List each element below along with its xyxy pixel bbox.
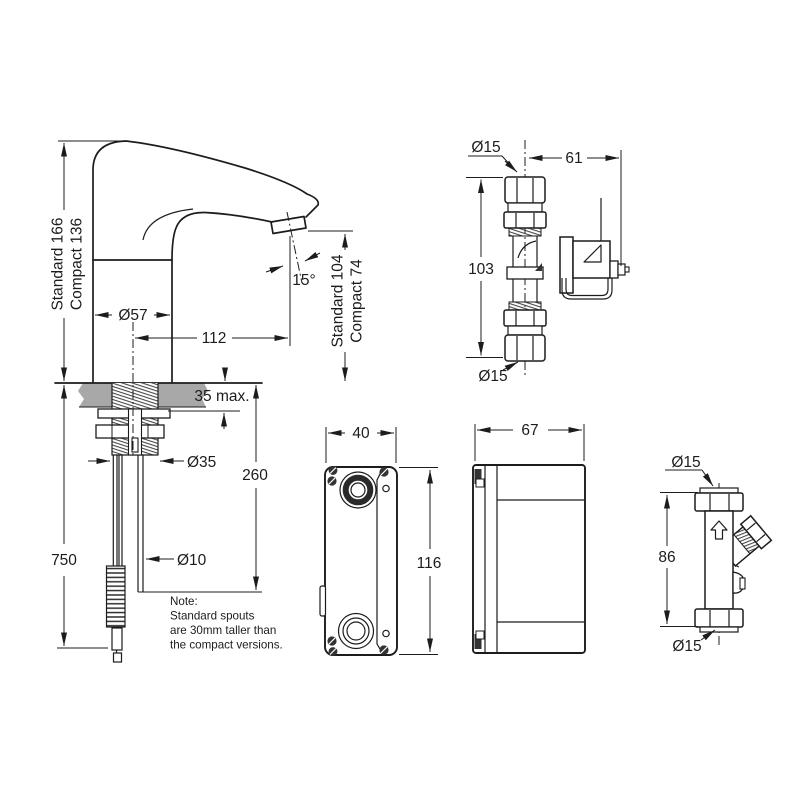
solenoid-bottom-fitting [503,301,547,362]
note-text: Note: Standard spouts are 30mm taller th… [170,595,283,652]
dim-deck-thickness: 35 max. [194,388,249,405]
dim-solenoid-outlet: Ø15 [478,368,507,385]
dim-solenoid-width: 61 [565,150,582,167]
note-line-3: are 30mm taller than [170,624,276,637]
dim-outlet-angle: 15° [292,272,315,289]
dim-box-width: 40 [352,425,370,442]
coil-connector [609,260,619,279]
dim-height-standard: Standard 166 [49,217,66,310]
note-line-2: Standard spouts [170,610,255,623]
tap-side-view: Standard 166 Compact 136 Standard 104 Co… [49,140,365,663]
dimension-spout-reach: 112 [135,236,291,347]
dim-check-valve-inlet: Ø15 [671,454,700,471]
dimension-solenoid-height: 103 [466,177,503,358]
dimension-shank-diameter: Ø35 [88,454,216,471]
dimension-check-valve-inlet: Ø15 [665,454,714,487]
note-line-4: the compact versions. [170,639,283,652]
dimension-check-valve-height: 86 [658,492,698,627]
dimension-box-width: 40 [325,425,397,463]
tap-spout-inner-curve [142,208,194,241]
dim-spout-reach: 112 [202,330,227,347]
dimension-hose-length: 750 [51,385,108,649]
check-valve-tube [704,510,734,610]
mounting-hole [382,629,390,638]
tap-spout-outline [92,140,320,384]
solenoid-body [506,236,544,302]
dimension-deck-thickness: 35 max. [168,367,250,429]
coil-bracket [561,278,613,300]
cable-strain-relief [583,244,602,263]
dimension-check-valve-outlet: Ø15 [672,629,716,655]
dimension-box-height: 116 [399,467,442,655]
solenoid-valve-view: Ø15 61 103 Ø15 [466,139,630,385]
dimension-outlet-angle: 15° [265,211,321,289]
supply-hose [105,455,126,663]
dim-outlet-compact: Compact 74 [348,259,365,343]
dimension-solenoid-inlet: Ø15 [468,139,518,173]
dimension-height: Standard 166 Compact 136 [49,140,127,381]
dim-hose-length: 750 [51,552,77,569]
check-valve-top-nut [694,492,744,512]
dimension-body-diameter: Ø57 [95,307,170,324]
dimension-pipe-diameter: Ø10 [146,552,207,569]
flow-path-curve [517,240,537,259]
dim-solenoid-inlet: Ø15 [471,139,500,156]
dim-body-diameter: Ø57 [118,307,147,324]
hose-connector [111,627,123,651]
sensor-pipe [137,455,144,592]
solenoid-coil [559,198,630,300]
solenoid-top-fitting [503,176,547,237]
dim-box-height: 116 [417,555,442,572]
flow-arrow-icon [710,520,728,540]
bottom-cable-port [337,612,375,650]
dim-height-compact: Compact 136 [68,218,85,310]
dim-box-depth: 67 [521,422,538,439]
dim-outlet-standard: Standard 104 [329,254,346,347]
box-side-outline [472,464,586,654]
note-line-1: Note: [170,595,198,608]
lid-clip-top [474,469,482,484]
control-box-side-view: 67 [472,422,586,654]
dimension-solenoid-width: 61 [529,150,622,266]
flow-direction-arrow-icon [535,263,542,271]
dim-solenoid-height: 103 [468,261,494,278]
dim-pipe-length: 260 [242,467,268,484]
dimension-outlet-height: Standard 104 Compact 74 [308,230,365,381]
dim-check-valve-height: 86 [658,549,675,566]
control-box-front-view: 40 116 [319,425,442,656]
dim-shank-diameter: Ø35 [187,454,216,471]
dimension-box-depth: 67 [474,422,585,461]
dim-check-valve-outlet: Ø15 [672,638,701,655]
dimension-pipe-length: 260 [138,385,268,593]
aerator-outlet [270,215,307,235]
dimension-solenoid-outlet: Ø15 [478,361,519,385]
braided-hose-section [105,565,126,628]
hose-connector-end [112,652,123,663]
mounting-hole [382,484,390,493]
screw-icons [327,466,390,656]
cable-channel-tip [131,437,139,453]
dim-pipe-diameter: Ø10 [177,552,207,569]
check-valve-view: Ø15 86 Ø15 [658,454,773,655]
check-valve-bottom-nut [694,608,744,628]
tap-spout-underside [171,211,273,384]
box-front-outline [324,466,398,656]
cable-grommet [319,585,327,617]
top-cable-port [339,471,377,509]
lid-clip-bottom [474,634,482,649]
